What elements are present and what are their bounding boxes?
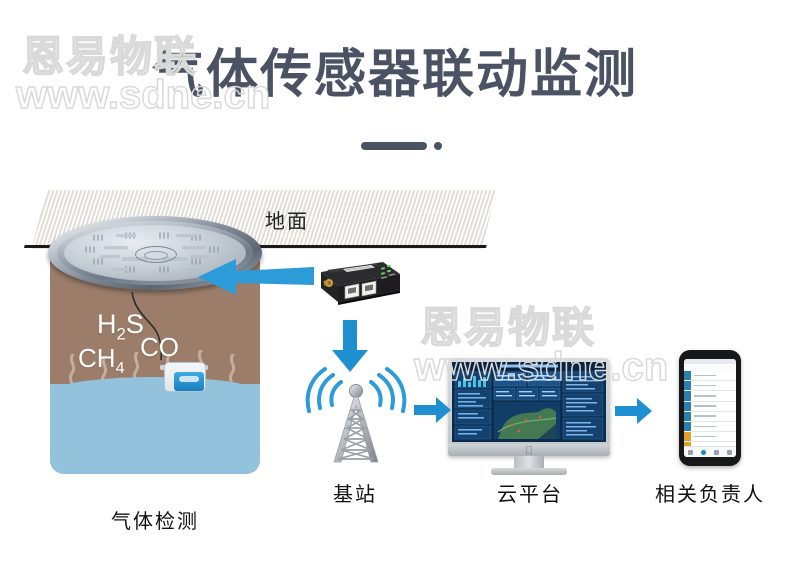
base-station-tower-icon (305, 367, 407, 463)
watermark-brand-middle: 恩易物联 (419, 303, 597, 352)
tab-icon-home (688, 449, 693, 455)
arrow-base-station-to-cloud (414, 397, 451, 423)
monitor-screen (452, 362, 606, 442)
dashboard-graphic (452, 362, 606, 442)
tab-icon-profile (727, 449, 732, 455)
mobile-phone-icon (679, 350, 741, 466)
tab-icon-list (714, 449, 719, 455)
arrow-gateway-to-base-station (332, 320, 368, 372)
sensor-lug-left (160, 365, 167, 370)
title-underline-bar (361, 142, 427, 150)
phone-category-rail (684, 371, 691, 453)
rail-item (684, 381, 691, 392)
list-item (691, 401, 736, 412)
ground-label: 地面 (265, 209, 309, 233)
list-item (691, 381, 736, 392)
rail-item (684, 421, 691, 433)
gas-label-co: CO (140, 332, 179, 362)
base-station-label: 基站 (333, 482, 377, 506)
monitor-stand-neck (514, 456, 544, 469)
manhole-cover-icon (48, 216, 262, 290)
sensor-display (174, 372, 204, 391)
arrow-gateway-to-manhole (198, 259, 314, 295)
manhole-well (48, 216, 262, 487)
rail-item-active (684, 432, 691, 443)
well-label: 气体检测 (111, 509, 199, 533)
page-title: 气体传感器联动监测 (151, 45, 638, 105)
sensor-cable (131, 292, 163, 361)
gas-label-ch4: CH4 (78, 343, 125, 378)
manhole-cover-hub (135, 246, 177, 263)
tab-icon-active (701, 449, 706, 455)
list-item (691, 411, 736, 422)
sensor-body (164, 362, 206, 392)
rail-item (684, 371, 691, 382)
phone-screen (684, 359, 736, 457)
rail-item (684, 401, 691, 412)
arrow-cloud-to-responsible-person (615, 398, 652, 424)
phone-tab-bar (684, 446, 736, 457)
well-water (50, 377, 260, 474)
monitor-stand-base (491, 468, 567, 475)
list-item (691, 391, 736, 402)
title-underline-dot (434, 142, 442, 150)
monitor-chin (448, 444, 610, 456)
gas-label-h2s: H2S (97, 309, 144, 344)
cloud-platform-label: 云平台 (497, 482, 563, 506)
gas-sensor-device-icon (160, 358, 208, 394)
list-item (691, 421, 736, 433)
apple-logo-icon:  (524, 446, 534, 457)
rail-item (684, 411, 691, 422)
phone-list (691, 371, 736, 453)
phone-status-bar (684, 359, 736, 364)
list-item (691, 371, 736, 382)
responsible-person-label: 相关负责人 (655, 482, 765, 506)
cloud-platform-monitor-icon:  (448, 358, 610, 476)
rail-item (684, 391, 691, 402)
gateway-dtu-device-icon (321, 262, 400, 305)
list-item (691, 432, 736, 443)
